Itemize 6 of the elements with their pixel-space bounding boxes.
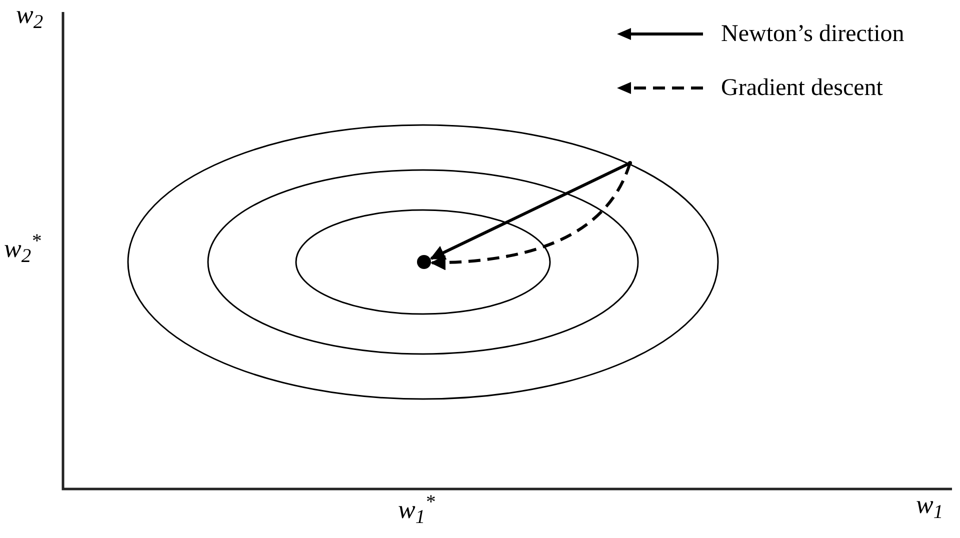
axis-label: w$_{2}$ — [16, 2, 44, 28]
minimum-point — [417, 255, 431, 269]
axis-label: w$_{1}$ — [916, 492, 944, 518]
legend-text: Newton’s direction — [721, 22, 904, 46]
legend-text: Gradient descent — [721, 76, 883, 100]
start-point — [628, 161, 632, 165]
